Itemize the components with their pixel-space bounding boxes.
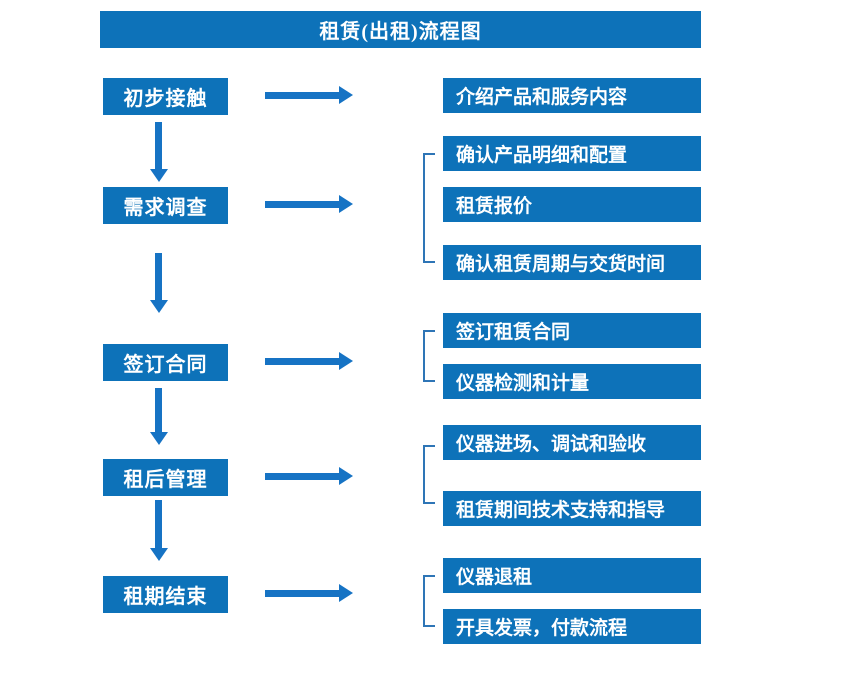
arrow-head [149, 300, 168, 313]
flowchart-title: 租赁(出租)流程图 [100, 11, 701, 48]
down-arrow-icon [149, 253, 168, 313]
arrow-stem [155, 388, 162, 432]
detail-box-invoice-payment: 开具发票，付款流程 [443, 609, 701, 644]
arrow-stem [265, 589, 339, 597]
arrow-stem [265, 357, 339, 365]
stage-box-sign-contract: 签订合同 [103, 344, 228, 381]
down-arrow-icon [149, 122, 168, 182]
stage-box-post-rental-management: 租后管理 [103, 459, 228, 496]
right-arrow-icon [265, 467, 353, 485]
arrow-head [149, 548, 168, 561]
arrow-head [149, 169, 168, 182]
detail-box-rental-quote: 租赁报价 [443, 187, 701, 222]
detail-box-return-equipment: 仪器退租 [443, 558, 701, 593]
right-arrow-icon [265, 195, 353, 213]
arrow-stem [265, 472, 339, 480]
arrow-stem [265, 91, 339, 99]
stage-box-initial-contact: 初步接触 [103, 78, 228, 115]
stage-box-demand-survey: 需求调查 [103, 187, 228, 224]
group-bracket [423, 153, 435, 263]
arrow-head [339, 86, 353, 104]
right-arrow-icon [265, 86, 353, 104]
detail-box-tech-support: 租赁期间技术支持和指导 [443, 491, 701, 526]
detail-box-delivery-acceptance: 仪器进场、调试和验收 [443, 425, 701, 460]
arrow-stem [155, 253, 162, 300]
down-arrow-icon [149, 500, 168, 561]
group-bracket [423, 445, 435, 504]
detail-box-confirm-config: 确认产品明细和配置 [443, 136, 701, 171]
stage-box-rental-end: 租期结束 [103, 576, 228, 613]
right-arrow-icon [265, 352, 353, 370]
detail-box-confirm-period: 确认租赁周期与交货时间 [443, 245, 701, 280]
group-bracket [423, 575, 435, 627]
detail-box-inspection: 仪器检测和计量 [443, 364, 701, 399]
arrow-head [339, 467, 353, 485]
detail-box-introduce-products: 介绍产品和服务内容 [443, 78, 701, 113]
arrow-stem [155, 122, 162, 169]
arrow-head [339, 352, 353, 370]
arrow-head [339, 584, 353, 602]
arrow-stem [265, 200, 339, 208]
down-arrow-icon [149, 388, 168, 445]
right-arrow-icon [265, 584, 353, 602]
arrow-head [149, 432, 168, 445]
group-bracket [423, 330, 435, 382]
arrow-head [339, 195, 353, 213]
detail-box-sign-rental-contract: 签订租赁合同 [443, 313, 701, 348]
arrow-stem [155, 500, 162, 548]
